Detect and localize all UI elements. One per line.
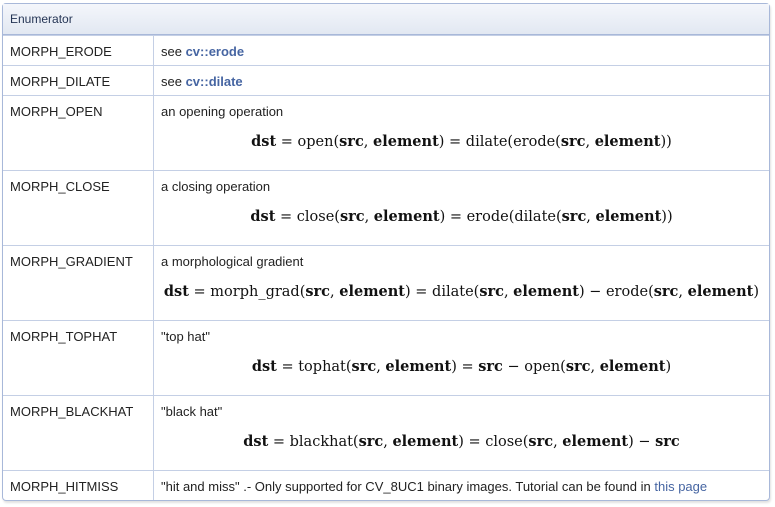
table-row: MORPH_CLOSE a closing operation dst = clos… — [3, 170, 769, 245]
enum-name: MORPH_BLACKHAT — [3, 395, 154, 470]
enum-description: "top hat" dst = tophat(src, element) = sr… — [154, 320, 769, 395]
doc-link[interactable]: cv::dilate — [185, 74, 243, 89]
enum-name: MORPH_HITMISS — [3, 470, 154, 500]
enum-description: see cv::erode — [154, 35, 769, 65]
formula: dst = blackhat(src, element) = close(src… — [243, 433, 680, 450]
description-text: an opening operation — [161, 104, 284, 119]
description-text: a closing operation — [161, 179, 271, 194]
enum-name: MORPH_CLOSE — [3, 170, 154, 245]
doc-link[interactable]: this page — [654, 479, 708, 494]
description-text: see — [161, 44, 186, 59]
formula: dst = open(src, element) = dilate(erode(… — [251, 133, 672, 150]
description-text: see — [161, 74, 186, 89]
table-row: MORPH_OPEN an opening operation dst = open… — [3, 95, 769, 170]
table-header: Enumerator — [3, 4, 769, 35]
enum-name: MORPH_OPEN — [3, 95, 154, 170]
table-row: MORPH_BLACKHAT "black hat" dst = blackhat(… — [3, 395, 769, 470]
enum-description: "hit and miss" .- Only supported for CV_… — [154, 470, 769, 500]
doc-link[interactable]: cv::erode — [185, 44, 245, 59]
table-row: MORPH_GRADIENT a morphological gradient ds… — [3, 245, 769, 320]
enum-description: a closing operation dst = close(src, elem… — [154, 170, 769, 245]
enum-description: see cv::dilate — [154, 65, 769, 95]
table-row: MORPH_TOPHAT "top hat" dst = tophat(src, e… — [3, 320, 769, 395]
enum-description: an opening operation dst = open(src, elem… — [154, 95, 769, 170]
description-text: "top hat" — [161, 329, 210, 344]
enum-name: MORPH_TOPHAT — [3, 320, 154, 395]
description-text: a morphological gradient — [161, 254, 304, 269]
enum-name: MORPH_GRADIENT — [3, 245, 154, 320]
enum-name: MORPH_ERODE — [3, 35, 154, 65]
enum-description: a morphological gradient dst = morph_grad… — [154, 245, 769, 320]
table-row: MORPH_HITMISS "hit and miss" .- Only supp… — [3, 470, 769, 500]
formula: dst = close(src, element) = erode(dilate… — [250, 208, 673, 225]
description-text: "hit and miss" .- Only supported for CV_… — [161, 479, 655, 494]
formula: dst = morph_grad(src, element) = dilate(… — [163, 283, 760, 300]
enum-name: MORPH_DILATE — [3, 65, 154, 95]
formula: dst = tophat(src, element) = src − open(… — [251, 358, 672, 375]
description-text: "black hat" — [161, 404, 223, 419]
enum-description: "black hat" dst = blackhat(src, element) … — [154, 395, 769, 470]
